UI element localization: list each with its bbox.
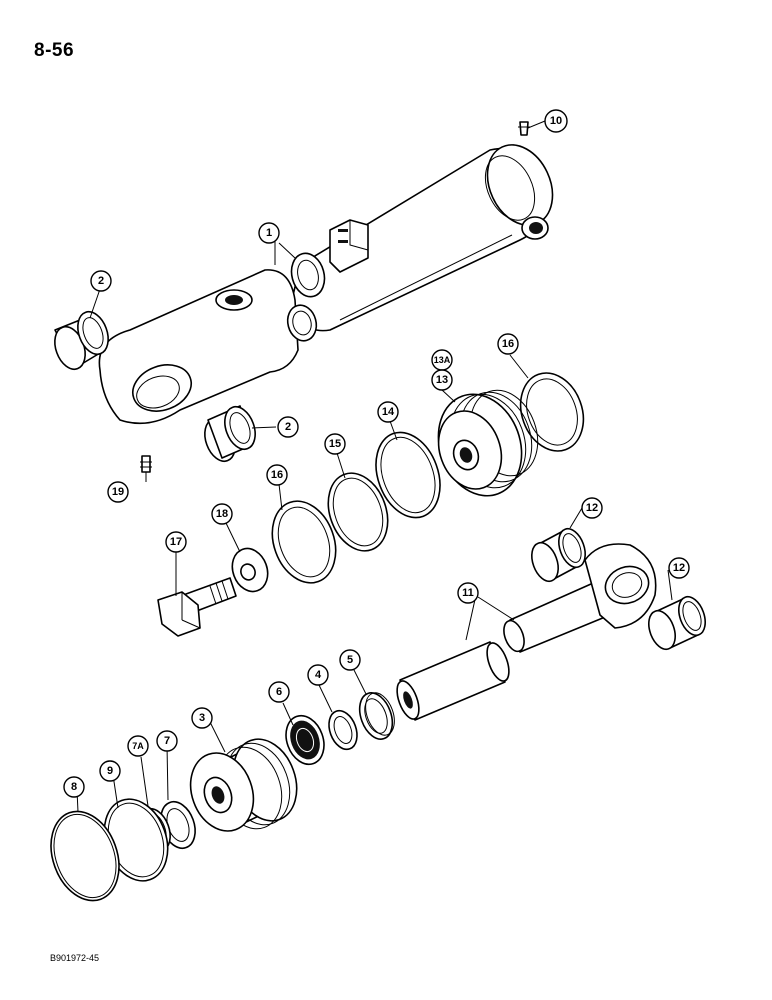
bushing-2-left xyxy=(54,310,109,371)
callout-12-upper: 12 xyxy=(581,497,603,519)
callout-label: 9 xyxy=(107,765,113,777)
bushing-2-right xyxy=(204,405,256,463)
callout-13a: 13A xyxy=(431,349,453,371)
o-ring-8 xyxy=(50,810,120,902)
callout-label: 7A xyxy=(132,741,144,751)
callout-18: 18 xyxy=(211,503,233,525)
callout-label: 6 xyxy=(276,686,282,698)
rod-seal-6 xyxy=(285,714,325,766)
callout-13: 13 xyxy=(431,369,453,391)
wiper-5 xyxy=(358,692,395,740)
callout-3: 3 xyxy=(191,707,213,729)
callout-10: 10 xyxy=(544,109,568,133)
grease-fitting-19 xyxy=(140,455,152,473)
callout-8: 8 xyxy=(63,776,85,798)
callout-label: 2 xyxy=(98,275,104,287)
wear-ring-16-upper xyxy=(519,372,585,452)
callout-2-upper: 2 xyxy=(90,270,112,292)
callout-label: 2 xyxy=(285,421,291,433)
cylinder-barrel xyxy=(98,144,554,425)
callout-label: 8 xyxy=(71,781,77,793)
backup-ring-4 xyxy=(328,709,358,751)
bushing-12-lower xyxy=(648,595,706,651)
callout-label: 1 xyxy=(266,227,272,239)
gland-3 xyxy=(189,738,298,832)
callout-label: 18 xyxy=(216,508,228,520)
callout-label: 15 xyxy=(329,438,341,450)
callout-label: 7 xyxy=(164,735,170,747)
callout-label: 3 xyxy=(199,712,205,724)
callout-label: 5 xyxy=(347,654,353,666)
callout-label: 4 xyxy=(315,669,322,681)
rod-tube-11 xyxy=(396,641,510,721)
callout-11: 11 xyxy=(457,582,479,604)
callout-1: 1 xyxy=(258,222,280,244)
page-number: 8-56 xyxy=(34,40,75,61)
callout-label: 19 xyxy=(112,486,124,498)
callout-2-lower: 2 xyxy=(277,416,299,438)
callout-label: 17 xyxy=(170,536,182,548)
callout-12-lower: 12 xyxy=(668,557,690,579)
callout-label: 12 xyxy=(673,562,685,574)
figure-code: B901972-45 xyxy=(50,953,100,963)
callout-label: 10 xyxy=(550,115,562,127)
leader-lines xyxy=(76,120,673,813)
callout-label: 13 xyxy=(436,374,448,386)
callout-17: 17 xyxy=(165,531,187,553)
callout-label: 11 xyxy=(462,587,474,599)
callout-7: 7 xyxy=(156,730,178,752)
callout-6: 6 xyxy=(268,681,290,703)
callout-4: 4 xyxy=(307,664,329,686)
callout-9: 9 xyxy=(99,760,121,782)
callout-5: 5 xyxy=(339,649,361,671)
callout-16-lower: 16 xyxy=(266,464,288,486)
callout-label: 16 xyxy=(271,469,283,481)
callout-7a: 7A xyxy=(127,735,149,757)
piston-rod-11 xyxy=(503,543,657,653)
washer-18 xyxy=(231,547,269,593)
callout-19: 19 xyxy=(107,481,129,503)
callout-label: 14 xyxy=(382,406,395,418)
callout-label: 16 xyxy=(502,338,514,350)
bolt-17 xyxy=(157,577,237,637)
callout-15: 15 xyxy=(324,433,346,455)
wear-ring-16-lower xyxy=(271,500,337,584)
callout-14: 14 xyxy=(377,401,399,423)
grease-fitting-10 xyxy=(518,121,530,136)
seal-ring-14 xyxy=(375,431,441,519)
bushing-12-upper xyxy=(531,527,586,583)
callout-label: 12 xyxy=(586,502,598,514)
callout-16-upper: 16 xyxy=(497,333,519,355)
callout-label: 13A xyxy=(434,355,451,365)
piston-13 xyxy=(437,389,539,497)
